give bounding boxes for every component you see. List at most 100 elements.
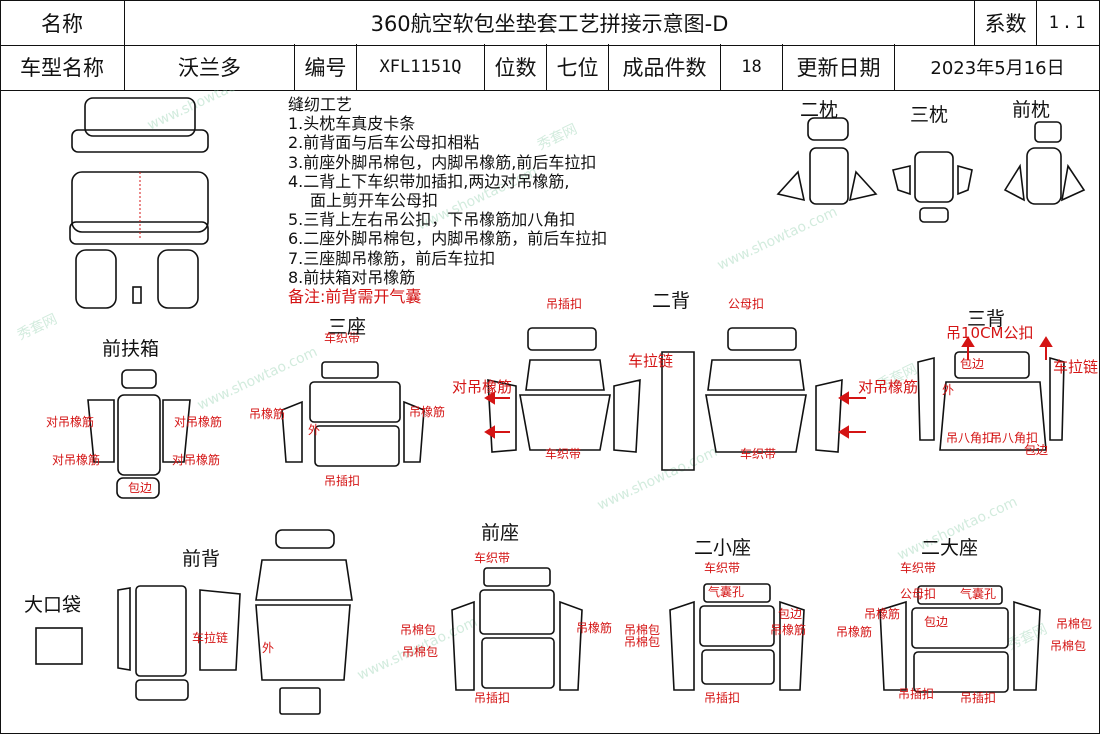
date-value: 2023年5月16日	[930, 58, 1065, 79]
annotation-label: 吊八角扣	[946, 431, 994, 445]
annotation-label: 车织带	[474, 550, 510, 565]
watermark-text: www.showtao.com	[715, 204, 840, 274]
pieces-label: 成品件数	[609, 44, 721, 90]
annotation-label: 气囊孔	[960, 586, 996, 601]
note-item: 3.前座外脚吊棉包，内脚吊橡筋,前后车拉扣	[288, 152, 597, 172]
model-value: 沃兰多	[125, 44, 295, 90]
annotation-layer: 对吊橡筋 对吊橡筋 对吊橡筋 对吊橡筋 包边 吊橡筋 吊橡筋 车织带 吊插扣 外…	[46, 297, 1098, 705]
annotation-label: 外	[262, 641, 274, 655]
annotation-label: 包边	[778, 607, 802, 621]
seat-2-small-pieces	[669, 583, 805, 691]
seats-value: 七位	[547, 44, 609, 90]
annotation-label: 吊橡筋	[576, 620, 612, 635]
annotation-label: 对吊橡筋	[46, 414, 94, 429]
annotation-label: 包边	[960, 357, 984, 371]
annotation-label: 吊棉包	[1050, 639, 1086, 653]
big-pocket-piece	[35, 627, 83, 665]
annotation-label: 车织带	[900, 560, 936, 575]
section-title-armrest: 前扶箱	[102, 338, 160, 360]
annotation-label: 吊橡筋	[836, 624, 872, 639]
doc-title: 360航空软包坐垫套工艺拼接示意图-D	[125, 1, 975, 45]
section-title-back-front: 前背	[182, 548, 221, 570]
annotation-label: 吊八角扣	[990, 431, 1038, 445]
annotation-label: 吊插扣	[474, 691, 510, 705]
section-title-headrest-front: 前枕	[1012, 99, 1051, 121]
annotation-label: 吊插扣	[898, 687, 934, 701]
annotation-label: 车拉链	[192, 630, 228, 645]
section-title-back-3: 三背	[967, 308, 1006, 330]
watermark-text: 秀套网	[15, 311, 60, 343]
annotation-label: 对吊橡筋	[52, 452, 100, 467]
seat-layout-thumbnail	[69, 97, 209, 309]
sewing-process-notes: 缝纫工艺 1.头枕车真皮卡条 2.前背面与后车公母扣相粘 3.前座外脚吊棉包，内…	[288, 95, 607, 306]
annotation-label: 吊插扣	[704, 691, 740, 705]
annotation-label: 气囊孔	[708, 584, 744, 599]
annotation-arrows	[484, 336, 1053, 439]
note-item: 2.前背面与后车公母扣相粘	[288, 133, 480, 153]
back-3-pieces	[917, 351, 1065, 451]
annotation-label: 外	[308, 423, 320, 437]
note-remark: 备注:前背需开气囊	[288, 287, 422, 307]
annotation-label: 对吊橡筋	[858, 378, 918, 396]
annotation-label: 车织带	[545, 446, 581, 461]
pattern-diagram: www.showtao.com www.showtao.com www.show…	[15, 90, 1098, 715]
annotation-label: 吊插扣	[324, 474, 360, 488]
annotation-label: 对吊橡筋	[172, 452, 220, 467]
note-item: 8.前扶箱对吊橡筋	[288, 267, 416, 287]
annotation-label: 车织带	[324, 330, 360, 345]
annotation-label: 吊橡筋	[770, 622, 806, 637]
annotation-label: 对吊橡筋	[452, 378, 512, 396]
annotation-label: 吊棉包	[1056, 617, 1092, 631]
header-row-info: 车型名称 沃兰多 编号 XFL1151Q 位数 七位 成品件数 18 更新日期 …	[0, 44, 1100, 91]
notes-title: 缝纫工艺	[288, 95, 353, 114]
section-title-seat-3: 三座	[328, 316, 367, 338]
section-title-seat-2-small: 二小座	[694, 537, 752, 559]
annotation-label: 吊橡筋	[864, 606, 900, 621]
annotation-label: 吊棉包	[624, 623, 660, 637]
annotation-label: 吊橡筋	[409, 404, 445, 419]
annotation-label: 车拉链	[1053, 358, 1098, 376]
annotation-label: 车拉链	[628, 352, 673, 370]
section-title-back-2: 二背	[652, 290, 691, 312]
annotation-label: 吊棉包	[402, 645, 438, 659]
coef-label: 系数	[975, 1, 1037, 45]
note-item: 1.头枕车真皮卡条	[288, 114, 416, 134]
annotation-label: 吊棉包	[624, 635, 660, 649]
annotation-label: 包边	[924, 615, 948, 629]
annotation-label: 吊棉包	[400, 623, 436, 637]
model-label: 车型名称	[0, 44, 125, 90]
annotation-label: 包边	[128, 481, 152, 495]
code-label: 编号	[295, 44, 357, 90]
note-item: 面上剪开车公母扣	[310, 191, 439, 211]
section-title-seat-front: 前座	[481, 522, 520, 544]
annotation-label: 吊橡筋	[249, 406, 285, 421]
annotation-label: 吊插扣	[960, 691, 996, 705]
note-item: 4.二背上下车织带加插扣,两边对吊橡筋,	[288, 171, 570, 191]
section-title-seat-2-large: 二大座	[921, 537, 979, 559]
header-row-title: 名称 360航空软包坐垫套工艺拼接示意图-D 系数 1.1	[0, 0, 1100, 46]
seat-2-large-pieces	[879, 585, 1041, 693]
annotation-label: 公母扣	[900, 587, 936, 601]
annotation-label: 车织带	[740, 446, 776, 461]
watermark-text: 秀套网	[1005, 621, 1050, 653]
back-2-pieces	[487, 327, 843, 471]
annotation-label: 公母扣	[728, 297, 764, 311]
watermark-text: www.showtao.com	[595, 444, 720, 514]
annotation-label: 吊插扣	[546, 297, 582, 311]
section-title-headrest-2: 二枕	[800, 99, 839, 121]
date-label: 更新日期	[783, 44, 895, 90]
annotation-label: 包边	[1024, 443, 1048, 457]
armrest-pieces	[87, 369, 191, 499]
headrest-pieces	[776, 117, 1086, 223]
coef-value: 1.1	[1048, 13, 1089, 33]
seat-3-pieces	[281, 361, 425, 467]
watermark-text: www.showtao.com	[145, 90, 270, 134]
annotation-label: 外	[942, 383, 954, 397]
seat-front-pieces	[451, 567, 583, 691]
pieces-value: 18	[721, 44, 783, 90]
annotation-label: 对吊橡筋	[174, 414, 222, 429]
code-value: XFL1151Q	[357, 44, 485, 90]
section-title-big-pocket: 大口袋	[24, 594, 82, 616]
back-front-pieces	[117, 529, 353, 715]
seats-label: 位数	[485, 44, 547, 90]
